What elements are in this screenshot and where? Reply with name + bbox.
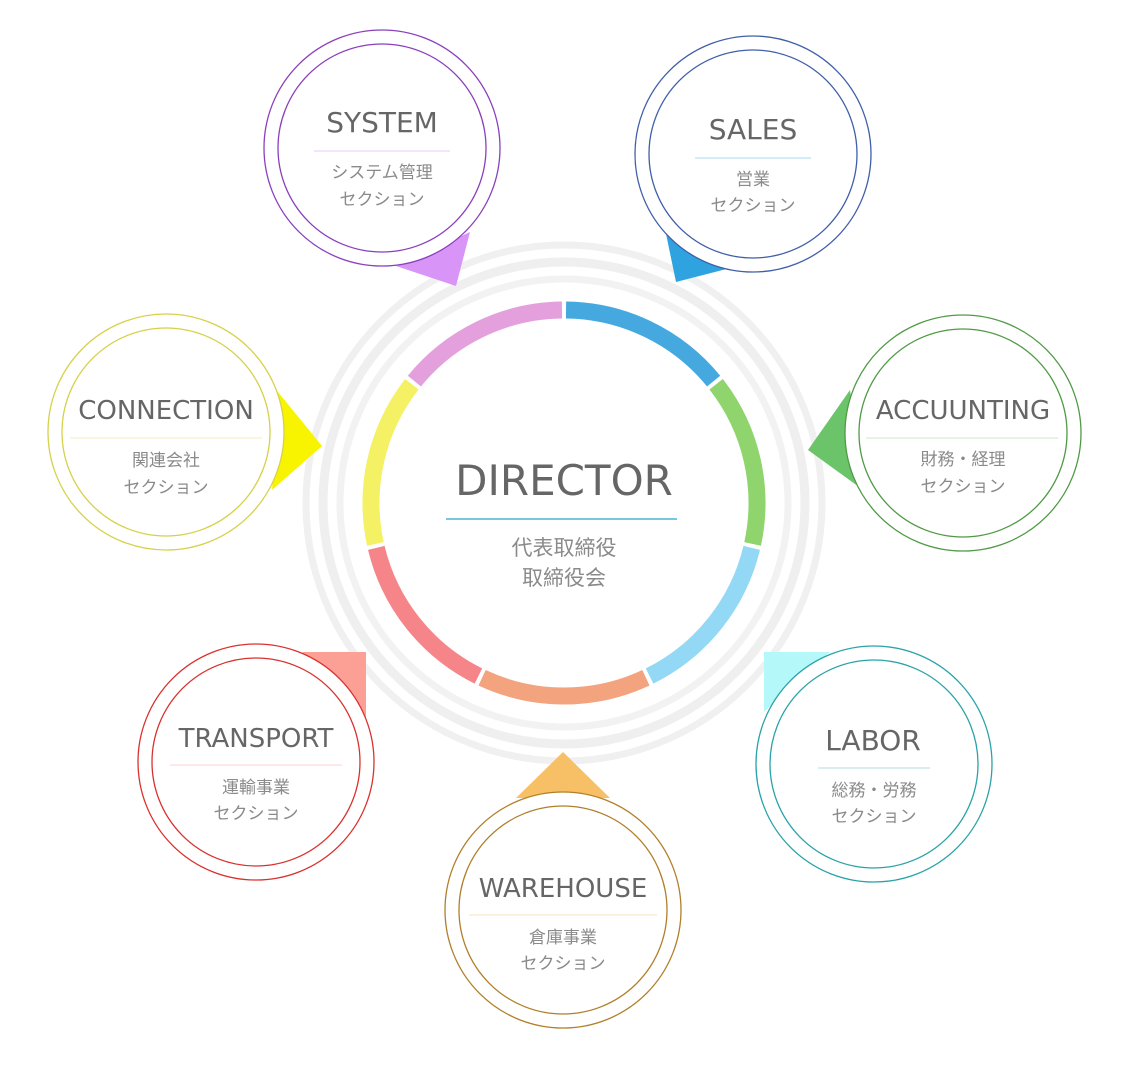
center-line-1: 代表取締役 — [512, 536, 617, 560]
bubble-connection-line-2: セクション — [124, 478, 209, 498]
ring-segment-1 — [565, 301, 721, 387]
bubble-sales-line-1: 営業 — [736, 170, 770, 190]
bubble-transport-title: TRANSPORT — [178, 724, 334, 754]
ring-segment-4 — [478, 670, 650, 705]
bubble-labor-outer-ring — [755, 645, 993, 883]
center-title: DIRECTOR — [455, 456, 673, 505]
bubble-warehouse: WAREHOUSE 倉庫事業 セクション — [444, 791, 682, 1029]
bubble-transport-inner-ring — [151, 657, 361, 867]
bubble-transport-outer-ring — [137, 643, 375, 881]
bubble-system-title: SYSTEM — [326, 106, 438, 139]
ring-segment-2 — [709, 379, 766, 546]
bubble-accounting-outer-ring — [844, 314, 1082, 552]
color-ring — [362, 301, 766, 705]
bubble-system-line-2: セクション — [340, 190, 425, 210]
bubble-warehouse-line-2: セクション — [521, 954, 606, 974]
bubble-labor-inner-ring — [769, 659, 979, 869]
center-line-2: 取締役会 — [522, 566, 606, 590]
ring-segment-7 — [407, 301, 563, 387]
bubble-transport: TRANSPORT 運輸事業 セクション — [137, 643, 375, 881]
pointer-warehouse — [516, 752, 610, 798]
bubble-warehouse-line-1: 倉庫事業 — [529, 928, 597, 948]
bubble-labor-line-2: セクション — [832, 807, 917, 827]
bubble-connection: CONNECTION 関連会社 セクション — [47, 313, 285, 551]
bubble-labor: LABOR 総務・労務 セクション — [755, 645, 993, 883]
bubble-sales: SALES 営業 セクション — [634, 35, 872, 273]
bubble-sales-outer-ring — [634, 35, 872, 273]
bubble-accounting: ACCUUNTING 財務・経理 セクション — [844, 314, 1082, 552]
bubble-connection-inner-ring — [61, 327, 271, 537]
bubble-connection-outer-ring — [47, 313, 285, 551]
pointer-connection — [272, 392, 322, 490]
bubble-accounting-inner-ring — [858, 328, 1068, 538]
bubble-labor-line-1: 総務・労務 — [832, 781, 917, 801]
ring-segment-3 — [645, 545, 760, 684]
ring-segment-6 — [362, 379, 419, 546]
bubble-warehouse-inner-ring — [458, 805, 668, 1015]
bubble-accounting-line-2: セクション — [921, 477, 1006, 497]
bubble-system-line-1: システム管理 — [331, 163, 433, 183]
bubble-connection-line-1: 関連会社 — [132, 451, 200, 471]
outer-ring-3 — [336, 275, 792, 731]
bubble-accounting-title: ACCUUNTING — [876, 396, 1050, 426]
center-node: DIRECTOR 代表取締役 取締役会 — [446, 456, 677, 590]
bubble-connection-title: CONNECTION — [78, 396, 254, 426]
bubble-labor-title: LABOR — [825, 724, 921, 757]
ring-segment-5 — [368, 545, 483, 684]
bubble-system: SYSTEM システム管理 セクション — [263, 29, 501, 267]
bubble-sales-title: SALES — [709, 113, 798, 146]
outer-ring-2 — [318, 257, 810, 749]
pointer-system — [396, 232, 470, 286]
bubble-transport-line-2: セクション — [214, 804, 299, 824]
bubble-warehouse-title: WAREHOUSE — [479, 874, 648, 904]
bubble-warehouse-outer-ring — [444, 791, 682, 1029]
bubble-system-inner-ring — [277, 43, 487, 253]
bubble-system-outer-ring — [263, 29, 501, 267]
bubble-sales-line-2: セクション — [711, 196, 796, 216]
bubble-sales-inner-ring — [648, 49, 858, 259]
bubble-transport-line-1: 運輸事業 — [222, 778, 290, 798]
bubble-accounting-line-1: 財務・経理 — [921, 450, 1006, 470]
